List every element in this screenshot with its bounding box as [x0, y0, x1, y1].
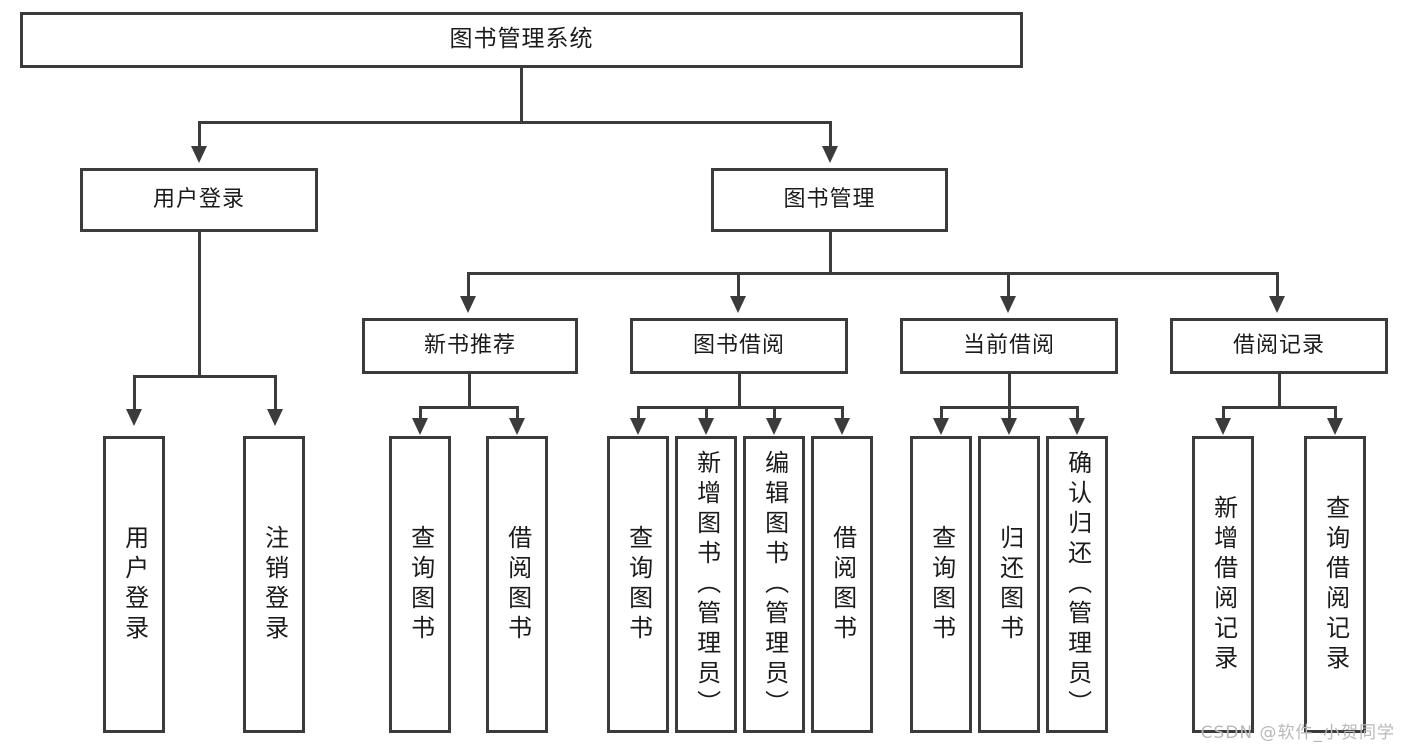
node-borrow-record[interactable]: 借阅记录	[1170, 318, 1388, 374]
node-label: 借阅图书	[503, 524, 532, 645]
connector-currentborrow-drop-2	[1008, 406, 1011, 420]
leaf-borrowrecord-query-record[interactable]: 查询借阅记录	[1304, 436, 1366, 733]
leaf-borrowrecord-add-record[interactable]: 新增借阅记录	[1192, 436, 1254, 733]
connector-userlogin-stem	[198, 232, 201, 375]
arrowhead-root-2	[822, 146, 838, 163]
arrowhead-bookborrow-4	[834, 418, 850, 435]
csdn-watermark: CSDN @软件_小贺同学	[1200, 723, 1395, 743]
leaf-bookborrow-edit-book-admin[interactable]: 编辑图书（管理员）	[743, 436, 805, 733]
connector-borrowrecord-bus	[1222, 406, 1336, 409]
connector-root-bus	[198, 121, 832, 124]
leaf-currentborrow-confirm-return-admin[interactable]: 确认归还（管理员）	[1046, 436, 1108, 733]
node-label: 查询图书	[927, 524, 956, 645]
leaf-user-login[interactable]: 用户登录	[103, 436, 165, 733]
arrowhead-borrowrecord-2	[1327, 418, 1343, 435]
node-label: 借阅记录	[1232, 332, 1325, 358]
node-label: 编辑图书（管理员）	[760, 449, 789, 720]
arrowhead-userlogin-1	[126, 409, 142, 426]
node-label: 图书借阅	[692, 332, 785, 358]
connector-root-drop-2	[829, 121, 832, 149]
arrowhead-currentborrow-3	[1069, 418, 1085, 435]
arrowhead-borrowrecord-1	[1215, 418, 1231, 435]
node-label: 新书推荐	[423, 332, 516, 358]
connector-bookborrow-drop-4	[841, 406, 844, 420]
connector-bookborrow-drop-1	[637, 406, 640, 420]
node-label: 新增借阅记录	[1209, 494, 1238, 675]
node-label: 查询借阅记录	[1321, 494, 1350, 675]
arrowhead-bookmgmt-4	[1269, 296, 1285, 313]
node-book-borrow[interactable]: 图书借阅	[630, 318, 848, 374]
leaf-currentborrow-return-book[interactable]: 归还图书	[978, 436, 1040, 733]
arrowhead-root-1	[191, 146, 207, 163]
connector-currentborrow-drop-1	[940, 406, 943, 420]
connector-root-stem	[520, 68, 523, 121]
leaf-newbook-query-book[interactable]: 查询图书	[389, 436, 451, 733]
node-label: 当前借阅	[962, 332, 1055, 358]
connector-userlogin-drop-1	[133, 375, 136, 411]
connector-newbook-drop-2	[516, 406, 519, 420]
node-label: 新增图书（管理员）	[692, 449, 721, 720]
node-new-book-recommend[interactable]: 新书推荐	[362, 318, 578, 374]
arrowhead-newbook-1	[412, 418, 428, 435]
connector-newbook-drop-1	[419, 406, 422, 420]
connector-userlogin-drop-2	[274, 375, 277, 411]
node-label: 查询图书	[406, 524, 435, 645]
arrowhead-userlogin-2	[267, 409, 283, 426]
leaf-bookborrow-add-book-admin[interactable]: 新增图书（管理员）	[675, 436, 737, 733]
node-label: 归还图书	[995, 524, 1024, 645]
arrowhead-newbook-2	[509, 418, 525, 435]
leaf-logout[interactable]: 注销登录	[243, 436, 305, 733]
arrowhead-bookborrow-2	[698, 418, 714, 435]
arrowhead-bookborrow-1	[630, 418, 646, 435]
connector-bookmgmt-drop-1	[467, 272, 470, 298]
node-current-borrow[interactable]: 当前借阅	[900, 318, 1118, 374]
connector-bookmgmt-drop-3	[1007, 272, 1010, 298]
connector-borrowrecord-drop-1	[1222, 406, 1225, 420]
node-label: 图书管理	[783, 186, 876, 212]
connector-bookborrow-drop-3	[773, 406, 776, 420]
arrowhead-bookmgmt-3	[1000, 296, 1016, 313]
node-book-management[interactable]: 图书管理	[711, 168, 948, 232]
leaf-newbook-borrow-book[interactable]: 借阅图书	[486, 436, 548, 733]
connector-bookmgmt-drop-2	[737, 272, 740, 298]
node-label: 查询图书	[624, 524, 653, 645]
arrowhead-currentborrow-2	[1001, 418, 1017, 435]
node-label: 用户登录	[120, 524, 149, 645]
leaf-bookborrow-borrow-book[interactable]: 借阅图书	[811, 436, 873, 733]
node-label: 图书管理系统	[449, 26, 594, 53]
arrowhead-bookmgmt-1	[460, 296, 476, 313]
connector-bookmgmt-drop-4	[1276, 272, 1279, 298]
node-label: 借阅图书	[828, 524, 857, 645]
node-root-book-management-system[interactable]: 图书管理系统	[20, 12, 1023, 68]
arrowhead-bookmgmt-2	[730, 296, 746, 313]
connector-borrowrecord-drop-2	[1334, 406, 1337, 420]
connector-userlogin-bus	[133, 375, 277, 378]
arrowhead-bookborrow-3	[766, 418, 782, 435]
connector-bookmgmt-stem	[829, 232, 832, 272]
leaf-currentborrow-query-book[interactable]: 查询图书	[910, 436, 972, 733]
connector-newbook-bus	[419, 406, 519, 409]
node-label: 用户登录	[152, 186, 245, 212]
connector-bookmgmt-bus	[467, 272, 1279, 275]
connector-bookborrow-drop-2	[705, 406, 708, 420]
connector-borrowrecord-stem	[1278, 374, 1281, 406]
connector-currentborrow-drop-3	[1076, 406, 1079, 420]
node-user-login[interactable]: 用户登录	[80, 168, 318, 232]
connector-bookborrow-stem	[738, 374, 741, 406]
connector-root-drop-1	[198, 121, 201, 149]
connector-currentborrow-stem	[1008, 374, 1011, 406]
arrowhead-currentborrow-1	[933, 418, 949, 435]
node-label: 确认归还（管理员）	[1063, 449, 1092, 720]
connector-newbook-stem	[468, 374, 471, 406]
connector-bookborrow-bus	[637, 406, 842, 409]
node-label: 注销登录	[260, 524, 289, 645]
leaf-bookborrow-query-book[interactable]: 查询图书	[607, 436, 669, 733]
